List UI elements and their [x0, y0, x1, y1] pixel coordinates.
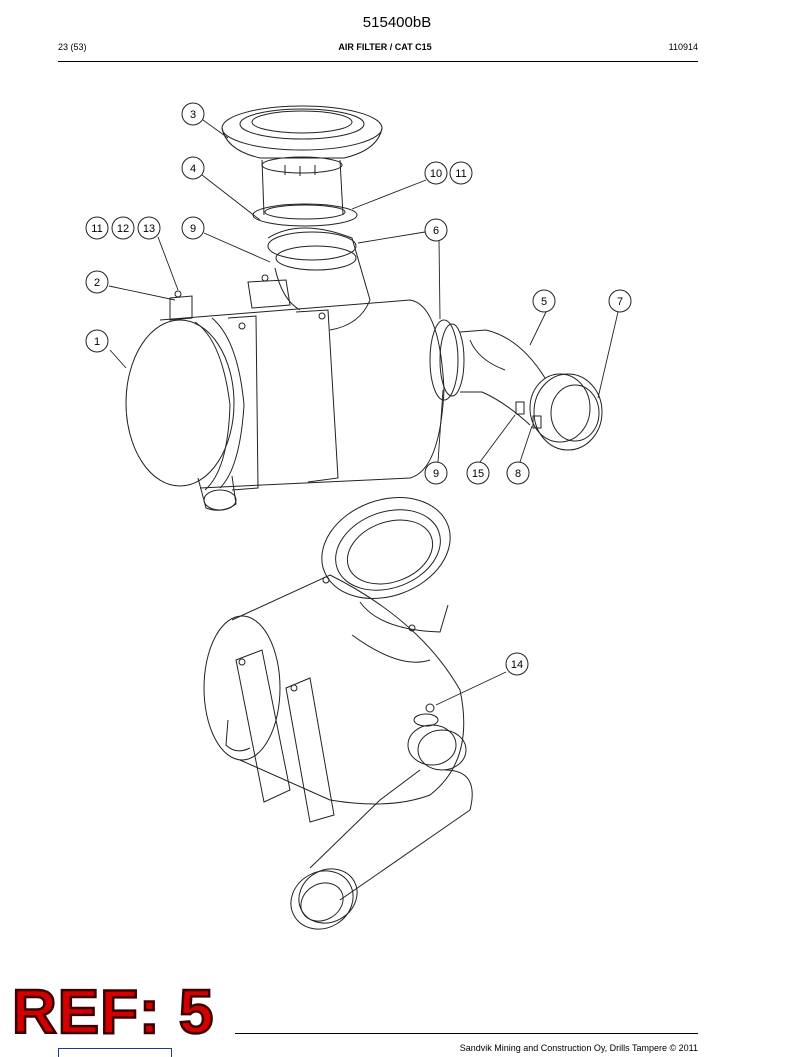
callout-11-left-label: 11 [91, 223, 102, 235]
callout-12: 12 [111, 216, 135, 240]
callout-2-label: 2 [94, 277, 100, 289]
section-title: AIR FILTER / CAT C15 [338, 42, 432, 52]
header-rule [58, 61, 698, 62]
callout-6-label: 6 [433, 225, 439, 237]
callout-balloons: 3 4 10 11 11 12 13 9 6 2 5 7 1 9 15 8 14 [85, 102, 632, 676]
callout-12-label: 12 [117, 223, 129, 235]
ref-stamp: REF: 5 [11, 978, 215, 1047]
callout-5: 5 [532, 289, 556, 313]
document-number: 515400bB [362, 14, 432, 31]
callout-10-label: 10 [430, 168, 442, 180]
callout-15-label: 15 [472, 468, 484, 480]
callout-1: 1 [85, 329, 109, 353]
callout-7-label: 7 [617, 296, 623, 308]
footer-rule [235, 1033, 698, 1034]
callout-3: 3 [181, 102, 205, 126]
callout-1-label: 1 [94, 336, 100, 348]
callout-15: 15 [466, 461, 490, 485]
callout-11-top-label: 11 [455, 168, 466, 180]
callout-4-label: 4 [190, 163, 196, 175]
callout-8-label: 8 [515, 468, 521, 480]
callout-13: 13 [137, 216, 161, 240]
callout-7: 7 [608, 289, 632, 313]
leader-lines [108, 119, 619, 706]
callout-14-label: 14 [511, 659, 523, 671]
callout-9-top-label: 9 [190, 223, 196, 235]
callout-10: 10 [424, 161, 448, 185]
assembly-view-bottom [203, 497, 473, 930]
callout-4: 4 [181, 156, 205, 180]
callout-2: 2 [85, 270, 109, 294]
assembly-view-top [125, 105, 603, 511]
callout-11-left: 11 [85, 216, 109, 240]
callout-8: 8 [506, 461, 530, 485]
callout-11-top: 11 [449, 161, 473, 185]
callout-9-top: 9 [181, 216, 205, 240]
callout-9-bottom-label: 9 [433, 468, 439, 480]
callout-9-bottom: 9 [424, 461, 448, 485]
callout-5-label: 5 [541, 296, 547, 308]
footer-copyright: Sandvik Mining and Construction Oy, Dril… [459, 1043, 698, 1053]
document-code: 110914 [668, 42, 698, 52]
callout-6: 6 [424, 218, 448, 242]
page-number: 23 (53) [58, 42, 87, 52]
callout-3-label: 3 [190, 109, 196, 121]
callout-13-label: 13 [143, 223, 155, 235]
callout-14: 14 [505, 652, 529, 676]
